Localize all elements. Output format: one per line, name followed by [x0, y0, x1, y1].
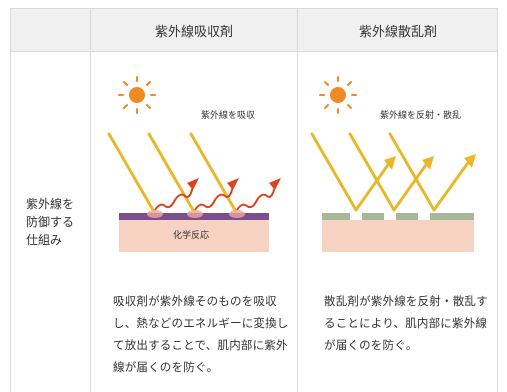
reflected-arrowheads: [384, 154, 476, 170]
absorber-diagram: 紫外線を吸収 化学反応: [107, 76, 281, 252]
table-header-row: [10, 8, 498, 52]
reflected-uv-rays: [310, 132, 472, 212]
emitted-arrowheads: [187, 178, 281, 190]
scatter-layer: [322, 213, 474, 220]
absorb-label: 紫外線を吸収: [201, 109, 255, 121]
column-divider: [90, 8, 91, 392]
absorber-description: 吸収剤が紫外線そのものを吸収し、熱などのエネルギーに変換して放出することで、肌内…: [113, 294, 289, 374]
scatter-label: 紫外線を反射・散乱: [380, 109, 461, 121]
chemical-reaction-label: 化学反応: [173, 229, 209, 241]
skin-layer: [119, 220, 269, 252]
reaction-glow: [147, 210, 245, 218]
sun-icon: [118, 76, 156, 114]
scatter-particles: [350, 213, 430, 220]
absorber-cell: 紫外線を吸収 化学反応: [91, 52, 297, 392]
skin-layer: [322, 220, 474, 252]
comparison-table: 紫外線吸収剤 紫外線散乱剤 紫外線を 防御する 仕組み 紫外線を吸収: [10, 8, 498, 392]
row-label-cell: 紫外線を 防御する 仕組み: [10, 52, 90, 392]
scatterer-cell: 紫外線を反射・散乱 散乱剤が紫外線を反射・散乱することにより、肌内部に紫外線が届…: [298, 52, 498, 392]
scatterer-diagram: 紫外線を反射・散乱: [310, 76, 476, 252]
sun-icon: [319, 76, 357, 114]
emitted-energy-waves: [154, 185, 276, 211]
table-border: [10, 8, 498, 392]
header-uv-scatterer: 紫外線散乱剤: [358, 24, 437, 40]
header-uv-absorber: 紫外線吸収剤: [154, 24, 233, 40]
column-divider: [297, 8, 298, 392]
scatterer-description: 散乱剤が紫外線を反射・散乱することにより、肌内部に紫外線が届くのを防ぐ。: [324, 294, 488, 352]
row-label: 紫外線を 防御する 仕組み: [25, 197, 74, 247]
